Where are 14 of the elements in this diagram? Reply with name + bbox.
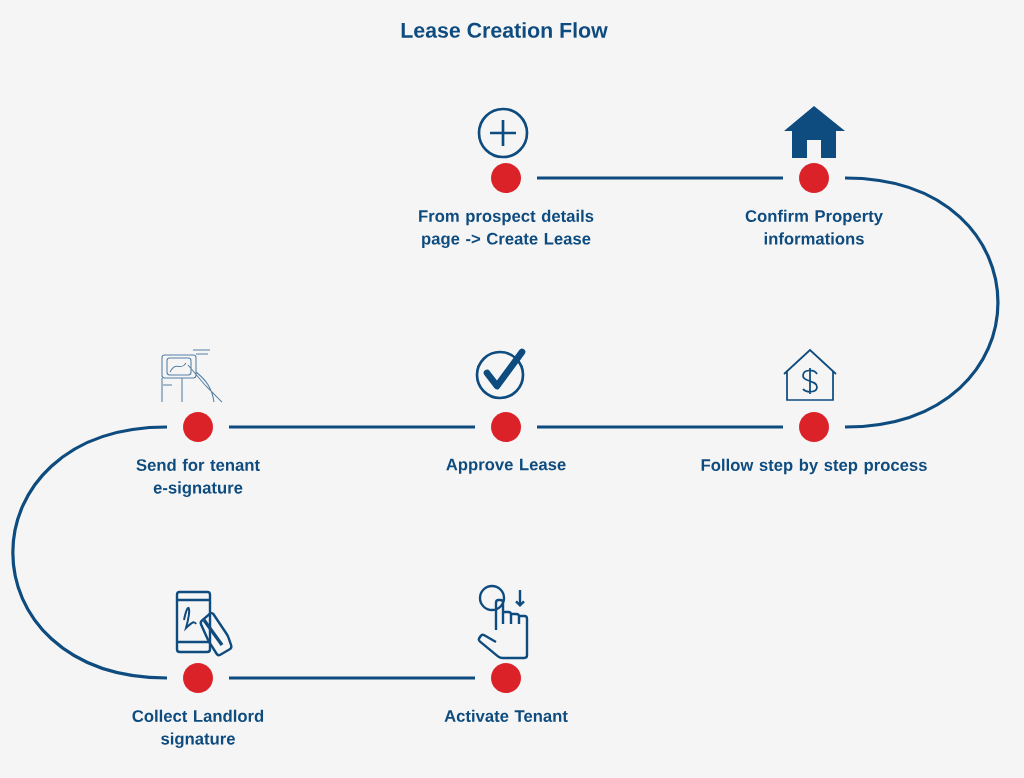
connector-line (844, 176, 1000, 429)
connector-line (229, 676, 475, 680)
step-label: Follow step by step process (701, 458, 927, 475)
title: Lease Creation Flow (401, 22, 608, 38)
connector-line (537, 176, 783, 180)
connector-line (537, 425, 783, 429)
connector-line (11, 425, 168, 680)
connector-line (229, 425, 475, 429)
step-label: From prospect details page -> Create Lease (419, 209, 594, 248)
step-label: Activate Tenant (444, 709, 568, 722)
step-label: Approve Lease (446, 458, 566, 474)
step-label: Collect Landlord signature (132, 709, 264, 748)
step-label: Send for tenant e-signature (136, 458, 260, 497)
step-label: Confirm Property informations (745, 209, 883, 245)
